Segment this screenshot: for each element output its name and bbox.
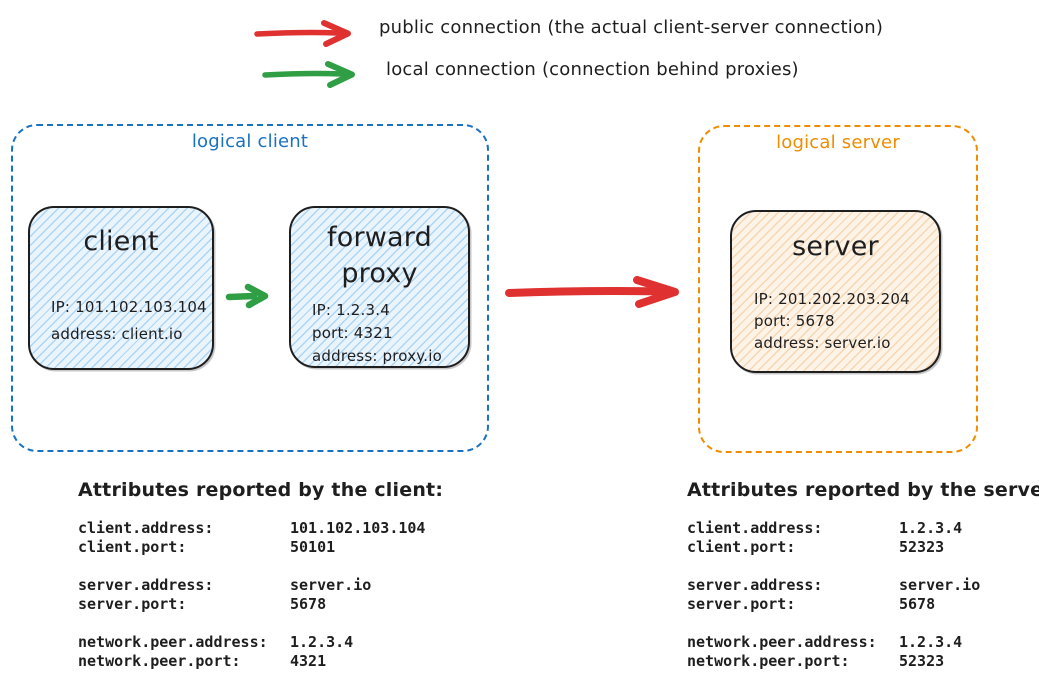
attribute-value: server.io: [290, 576, 372, 594]
attribute-key: server.address:: [687, 576, 823, 594]
table-row: client.port: 50101: [78, 538, 498, 557]
local-connection-arrow-icon: [262, 61, 355, 88]
client-node: client IP: 101.102.103.104 address: clie…: [28, 206, 214, 370]
table-row: client.port: 52323: [687, 538, 1039, 557]
attributes-server-title: Attributes reported by the server:: [687, 479, 1039, 501]
local-connection-arrow: [225, 283, 269, 309]
attribute-value: 50101: [290, 538, 336, 556]
server-node-title: server: [792, 231, 879, 262]
table-row: network.peer.port: 52323: [687, 652, 1039, 671]
public-connection-arrow: [505, 276, 679, 308]
server-address: address: server.io: [754, 334, 891, 352]
attribute-key: network.peer.address:: [687, 633, 877, 651]
client-node-details: IP: 101.102.103.104 address: client.io: [51, 294, 207, 348]
attribute-value: 1.2.3.4: [899, 633, 963, 651]
attribute-key: client.address:: [687, 519, 823, 537]
attribute-key: network.peer.port:: [687, 652, 850, 670]
attribute-key: server.port:: [687, 595, 796, 613]
attribute-value: 4321: [290, 652, 327, 670]
attribute-group: server.address: server.io server.port: 5…: [78, 576, 498, 614]
legend-local-label: local connection (connection behind prox…: [386, 59, 799, 80]
attribute-key: client.address:: [78, 519, 214, 537]
client-node-title: client: [83, 226, 159, 257]
logical-client-label: logical client: [191, 131, 309, 152]
attribute-value: 52323: [899, 538, 945, 556]
attribute-value: 1.2.3.4: [899, 519, 963, 537]
public-connection-arrow-icon: [254, 20, 351, 47]
attribute-key: server.address:: [78, 576, 214, 594]
table-row: server.address: server.io: [78, 576, 498, 595]
attributes-client-title: Attributes reported by the client:: [78, 479, 444, 501]
attribute-value: 52323: [899, 652, 945, 670]
forward-proxy-node: forward proxy IP: 1.2.3.4 port: 4321 add…: [289, 206, 470, 368]
attribute-value: 5678: [290, 595, 327, 613]
server-port: port: 5678: [754, 312, 835, 330]
attribute-key: client.port:: [687, 538, 796, 556]
attribute-key: client.port:: [78, 538, 187, 556]
attribute-group: network.peer.address: 1.2.3.4 network.pe…: [78, 633, 498, 671]
table-row: client.address: 1.2.3.4: [687, 519, 1039, 538]
logical-client-group: [11, 124, 489, 452]
attribute-key: server.port:: [78, 595, 187, 613]
attribute-key: network.peer.address:: [78, 633, 268, 651]
table-row: server.port: 5678: [78, 595, 498, 614]
attribute-value: 5678: [899, 595, 936, 613]
attribute-group: client.address: 101.102.103.104 client.p…: [78, 519, 498, 557]
legend-public-label: public connection (the actual client-ser…: [379, 17, 884, 38]
proxy-address: address: proxy.io: [312, 347, 442, 365]
client-address: address: client.io: [51, 325, 183, 343]
attribute-value: 1.2.3.4: [290, 633, 354, 651]
table-row: network.peer.address: 1.2.3.4: [687, 633, 1039, 652]
server-node: server IP: 201.202.203.204 port: 5678 ad…: [730, 210, 941, 373]
forward-proxy-title-line1: forward: [327, 222, 432, 253]
server-node-details: IP: 201.202.203.204 port: 5678 address: …: [754, 288, 910, 354]
legend: public connection (the actual client-ser…: [0, 0, 1039, 110]
table-row: server.address: server.io: [687, 576, 1039, 595]
table-row: network.peer.address: 1.2.3.4: [78, 633, 498, 652]
attribute-value: server.io: [899, 576, 981, 594]
attributes-client-section: Attributes reported by the client: clien…: [78, 479, 498, 690]
table-row: server.port: 5678: [687, 595, 1039, 614]
forward-proxy-title-line2: proxy: [341, 258, 418, 289]
client-ip: IP: 101.102.103.104: [51, 298, 207, 316]
attribute-group: network.peer.address: 1.2.3.4 network.pe…: [687, 633, 1039, 671]
table-row: client.address: 101.102.103.104: [78, 519, 498, 538]
logical-server-group: [698, 125, 978, 453]
attribute-group: server.address: server.io server.port: 5…: [687, 576, 1039, 614]
proxy-ip: IP: 1.2.3.4: [312, 301, 390, 319]
attribute-value: 101.102.103.104: [290, 519, 426, 537]
proxy-port: port: 4321: [312, 324, 393, 342]
forward-proxy-node-details: IP: 1.2.3.4 port: 4321 address: proxy.io: [312, 299, 442, 368]
attribute-group: client.address: 1.2.3.4 client.port: 523…: [687, 519, 1039, 557]
logical-server-label: logical server: [776, 132, 900, 153]
table-row: network.peer.port: 4321: [78, 652, 498, 671]
attributes-client-list: client.address: 101.102.103.104 client.p…: [78, 519, 498, 671]
attributes-server-section: Attributes reported by the server: clien…: [687, 479, 1039, 690]
attributes-server-list: client.address: 1.2.3.4 client.port: 523…: [687, 519, 1039, 671]
server-ip: IP: 201.202.203.204: [754, 290, 910, 308]
forward-proxy-node-title: forward proxy: [291, 220, 468, 292]
attribute-key: network.peer.port:: [78, 652, 241, 670]
